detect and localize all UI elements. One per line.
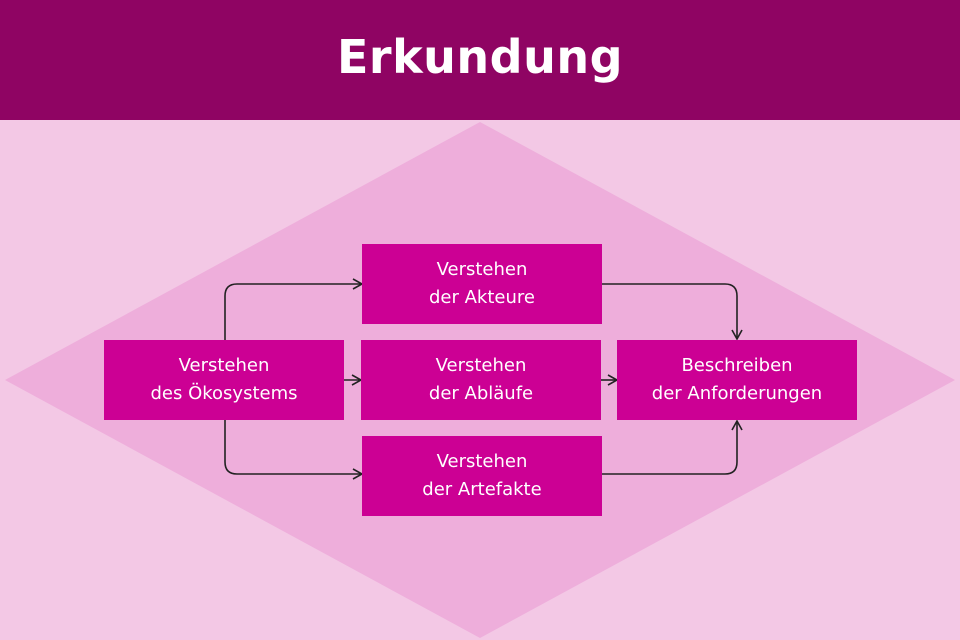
header-bar: Erkundung (0, 0, 960, 120)
arrow-ecosystem-to-actors (224, 278, 364, 340)
box-understand-artifacts: Verstehen der Artefakte (362, 436, 602, 516)
page-title: Erkundung (336, 30, 624, 84)
box-understand-processes: Verstehen der Abläufe (361, 340, 601, 420)
diagram-canvas: Verstehen des Ökosystems Verstehen der A… (0, 120, 960, 640)
box-describe-requirements: Beschreiben der Anforderungen (617, 340, 857, 420)
box-understand-ecosystem: Verstehen des Ökosystems (104, 340, 344, 420)
arrow-ecosystem-to-artifacts (224, 420, 364, 480)
box-understand-actors: Verstehen der Akteure (362, 244, 602, 324)
arrow-actors-to-requirements (602, 283, 743, 341)
arrow-artifacts-to-requirements (602, 419, 743, 475)
